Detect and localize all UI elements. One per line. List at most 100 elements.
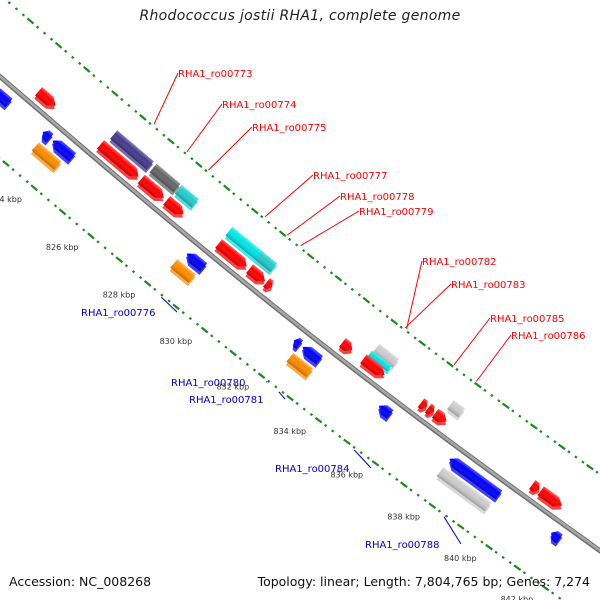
forward-tick [176, 145, 180, 149]
gene-label[interactable]: RHA1_ro00779 [359, 207, 434, 218]
label-leader-line [453, 317, 491, 366]
gene-feature[interactable] [285, 352, 315, 381]
gene-label[interactable]: RHA1_ro00785 [490, 314, 565, 325]
gene-feature[interactable] [244, 264, 269, 288]
gene-feature[interactable] [95, 140, 143, 184]
gene-label[interactable]: RHA1_ro00788 [365, 540, 440, 551]
reverse-tick [75, 222, 79, 226]
gene-label[interactable]: RHA1_ro00777 [313, 171, 388, 182]
gene-feature[interactable] [224, 226, 263, 263]
gene-feature[interactable] [213, 239, 251, 274]
gene-feature[interactable] [181, 249, 208, 275]
gene-feature[interactable] [416, 398, 431, 414]
reverse-tick [30, 184, 39, 192]
gene-feature[interactable] [430, 408, 451, 430]
reverse-tick [400, 481, 408, 488]
gene-label[interactable]: RHA1_ro00782 [422, 257, 497, 268]
gene-labels: RHA1_ro00773RHA1_ro00774RHA1_ro00775RHA1… [81, 69, 586, 551]
gene-label[interactable]: RHA1_ro00775 [252, 123, 327, 134]
gene-feature[interactable] [289, 336, 304, 353]
gene-feature[interactable] [161, 196, 188, 222]
gene-feature[interactable] [445, 400, 466, 421]
label-leader-line [208, 126, 253, 171]
gene-feature[interactable] [358, 354, 389, 382]
label-leader-line [353, 449, 372, 469]
gene-feature[interactable] [108, 130, 155, 174]
gene-feature[interactable] [33, 87, 60, 113]
gene-label[interactable]: RHA1_ro00774 [222, 100, 297, 111]
forward-tick [315, 260, 320, 264]
reverse-tick [513, 564, 522, 571]
gene-feature[interactable] [173, 184, 200, 211]
gene-feature[interactable] [253, 250, 278, 276]
forward-tick [469, 378, 473, 382]
gene-shading [537, 486, 562, 507]
reverse-tick [188, 316, 193, 321]
gene-feature[interactable] [546, 528, 564, 547]
gene-shading [163, 196, 184, 215]
label-leader-line [264, 174, 314, 218]
gene-feature[interactable] [374, 401, 395, 423]
gene-feature[interactable] [30, 142, 63, 174]
gene-feature[interactable] [536, 486, 567, 513]
gene-feature[interactable] [423, 403, 438, 420]
gene-label[interactable]: RHA1_ro00773 [178, 69, 253, 80]
reverse-tick [25, 180, 29, 184]
gene-feature[interactable] [168, 259, 196, 287]
gene-label[interactable]: RHA1_ro00776 [81, 308, 156, 319]
gene-feature[interactable] [371, 343, 400, 372]
reverse-tick [343, 438, 351, 446]
label-leader-line [161, 296, 178, 313]
scale-label: 836 kbp [331, 470, 364, 479]
reverse-tick [2, 160, 10, 167]
gene-shading [447, 400, 465, 418]
gene-feature[interactable] [337, 338, 357, 358]
gene-feature[interactable] [435, 467, 493, 515]
forward-tick [42, 31, 47, 35]
forward-tick [462, 373, 466, 377]
forward-tick [539, 429, 543, 434]
gene-feature[interactable] [47, 136, 77, 165]
forward-tick [162, 133, 166, 137]
forward-tick [260, 215, 264, 219]
reverse-tick [18, 174, 22, 178]
gene-feature[interactable] [444, 454, 503, 503]
gene-feature[interactable] [297, 343, 324, 368]
label-leader-line [186, 103, 223, 153]
forward-tick [26, 17, 35, 25]
forward-tick [78, 61, 82, 66]
gene-label[interactable]: RHA1_ro00781 [189, 395, 264, 406]
reverse-tick [338, 434, 342, 439]
reverse-tick [366, 456, 370, 460]
gene-feature[interactable] [261, 278, 277, 294]
gene-feature[interactable] [527, 480, 543, 497]
reverse-tick [352, 445, 356, 449]
reverse-tick [451, 519, 456, 523]
gene-label[interactable]: RHA1_ro00786 [511, 331, 586, 342]
gene-feature[interactable] [0, 84, 14, 111]
forward-tick [167, 137, 175, 145]
forward-tick [14, 7, 19, 11]
reverse-tick [257, 372, 266, 379]
gene-feature[interactable] [148, 163, 182, 196]
forward-tick [278, 230, 287, 238]
gene-feature[interactable] [136, 174, 169, 206]
gene-shading [372, 343, 400, 368]
reverse-tick [428, 502, 437, 509]
gene-label[interactable]: RHA1_ro00778 [340, 192, 415, 203]
forward-tick [183, 151, 187, 155]
scale-label: 824 kbp [0, 195, 22, 204]
gene-label[interactable]: RHA1_ro00784 [275, 464, 350, 475]
forward-tick [204, 168, 208, 173]
forward-tick [294, 243, 299, 247]
forward-tick [148, 121, 152, 125]
forward-tick [490, 393, 494, 398]
forward-tick [274, 226, 278, 230]
accession-text: Accession: NC_008268 [9, 574, 152, 589]
reverse-tick [331, 429, 335, 433]
gene-label[interactable]: RHA1_ro00783 [451, 280, 526, 291]
reverse-tick [494, 550, 498, 554]
forward-tick [218, 180, 222, 184]
gene-feature[interactable] [37, 128, 54, 146]
gene-label[interactable]: RHA1_ro00780 [171, 378, 246, 389]
